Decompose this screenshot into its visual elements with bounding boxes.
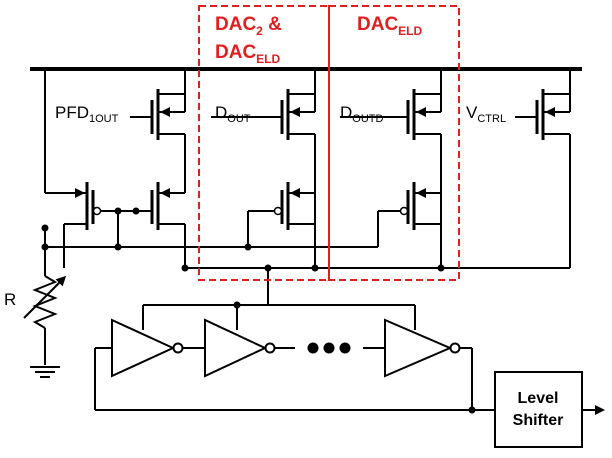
dout-top-pmos-arrow bbox=[290, 107, 300, 117]
resistor-label: R bbox=[4, 290, 16, 309]
doutd-label: DOUTD bbox=[340, 103, 384, 125]
dout-gate-bubble bbox=[273, 206, 283, 216]
dout-bottom-pmos-arrow bbox=[290, 188, 300, 198]
junction-dot bbox=[468, 406, 476, 414]
doutd-gate-bubble bbox=[399, 206, 409, 216]
level-shifter-block bbox=[494, 371, 583, 448]
inverter-1 bbox=[111, 318, 184, 378]
ring-oscillator bbox=[94, 304, 495, 411]
dout-top-pmos bbox=[211, 71, 316, 268]
junction-dot bbox=[437, 264, 445, 272]
junction-dot bbox=[41, 224, 49, 232]
level-shifter-line2: Shifter bbox=[513, 412, 564, 429]
vctrl-pmos bbox=[515, 71, 571, 268]
daceld-label-1: DACELD bbox=[215, 42, 281, 66]
dout-label: DOUT bbox=[215, 103, 251, 125]
doutd-bottom-pmos bbox=[377, 182, 441, 247]
level-shifter-line1: Level bbox=[518, 390, 559, 407]
junction-dot bbox=[114, 207, 122, 215]
pfd-bottom-pmos-arrow bbox=[160, 188, 170, 198]
dac2-label: DAC2 & bbox=[215, 14, 282, 38]
inverter-2 bbox=[204, 318, 276, 378]
daceld-box bbox=[328, 5, 460, 281]
pfd-label: PFD1OUT bbox=[55, 103, 119, 125]
junction-dot bbox=[41, 243, 49, 251]
variable-resistor bbox=[23, 268, 67, 365]
junction-dot bbox=[311, 264, 319, 272]
junction-dot bbox=[132, 207, 140, 215]
junction-dot bbox=[244, 243, 252, 251]
output-current-net bbox=[185, 267, 570, 305]
junction-dot bbox=[233, 301, 241, 309]
vdd-rail bbox=[30, 67, 582, 71]
mirror-pmos-arrow bbox=[75, 188, 85, 198]
doutd-top-pmos-arrow bbox=[416, 107, 426, 117]
vctrl-label: VCTRL bbox=[466, 103, 506, 125]
pfd-top-pmos-arrow bbox=[160, 107, 170, 117]
mirror-pmos bbox=[44, 71, 152, 268]
dout-bottom-pmos bbox=[247, 182, 315, 247]
junction-dot bbox=[264, 264, 272, 272]
inverter-n bbox=[384, 318, 461, 378]
pfd-top-pmos bbox=[130, 71, 186, 193]
daceld-label-2: DACELD bbox=[357, 14, 423, 38]
junction-dot bbox=[181, 264, 189, 272]
ellipsis-dots bbox=[307, 342, 351, 354]
ground-symbol bbox=[30, 366, 60, 378]
vctrl-pmos-arrow bbox=[545, 107, 555, 117]
doutd-top-pmos bbox=[340, 71, 442, 268]
doutd-bottom-pmos-arrow bbox=[416, 188, 426, 198]
mirror-gate-bubble bbox=[92, 206, 102, 216]
junction-dot bbox=[114, 243, 122, 251]
